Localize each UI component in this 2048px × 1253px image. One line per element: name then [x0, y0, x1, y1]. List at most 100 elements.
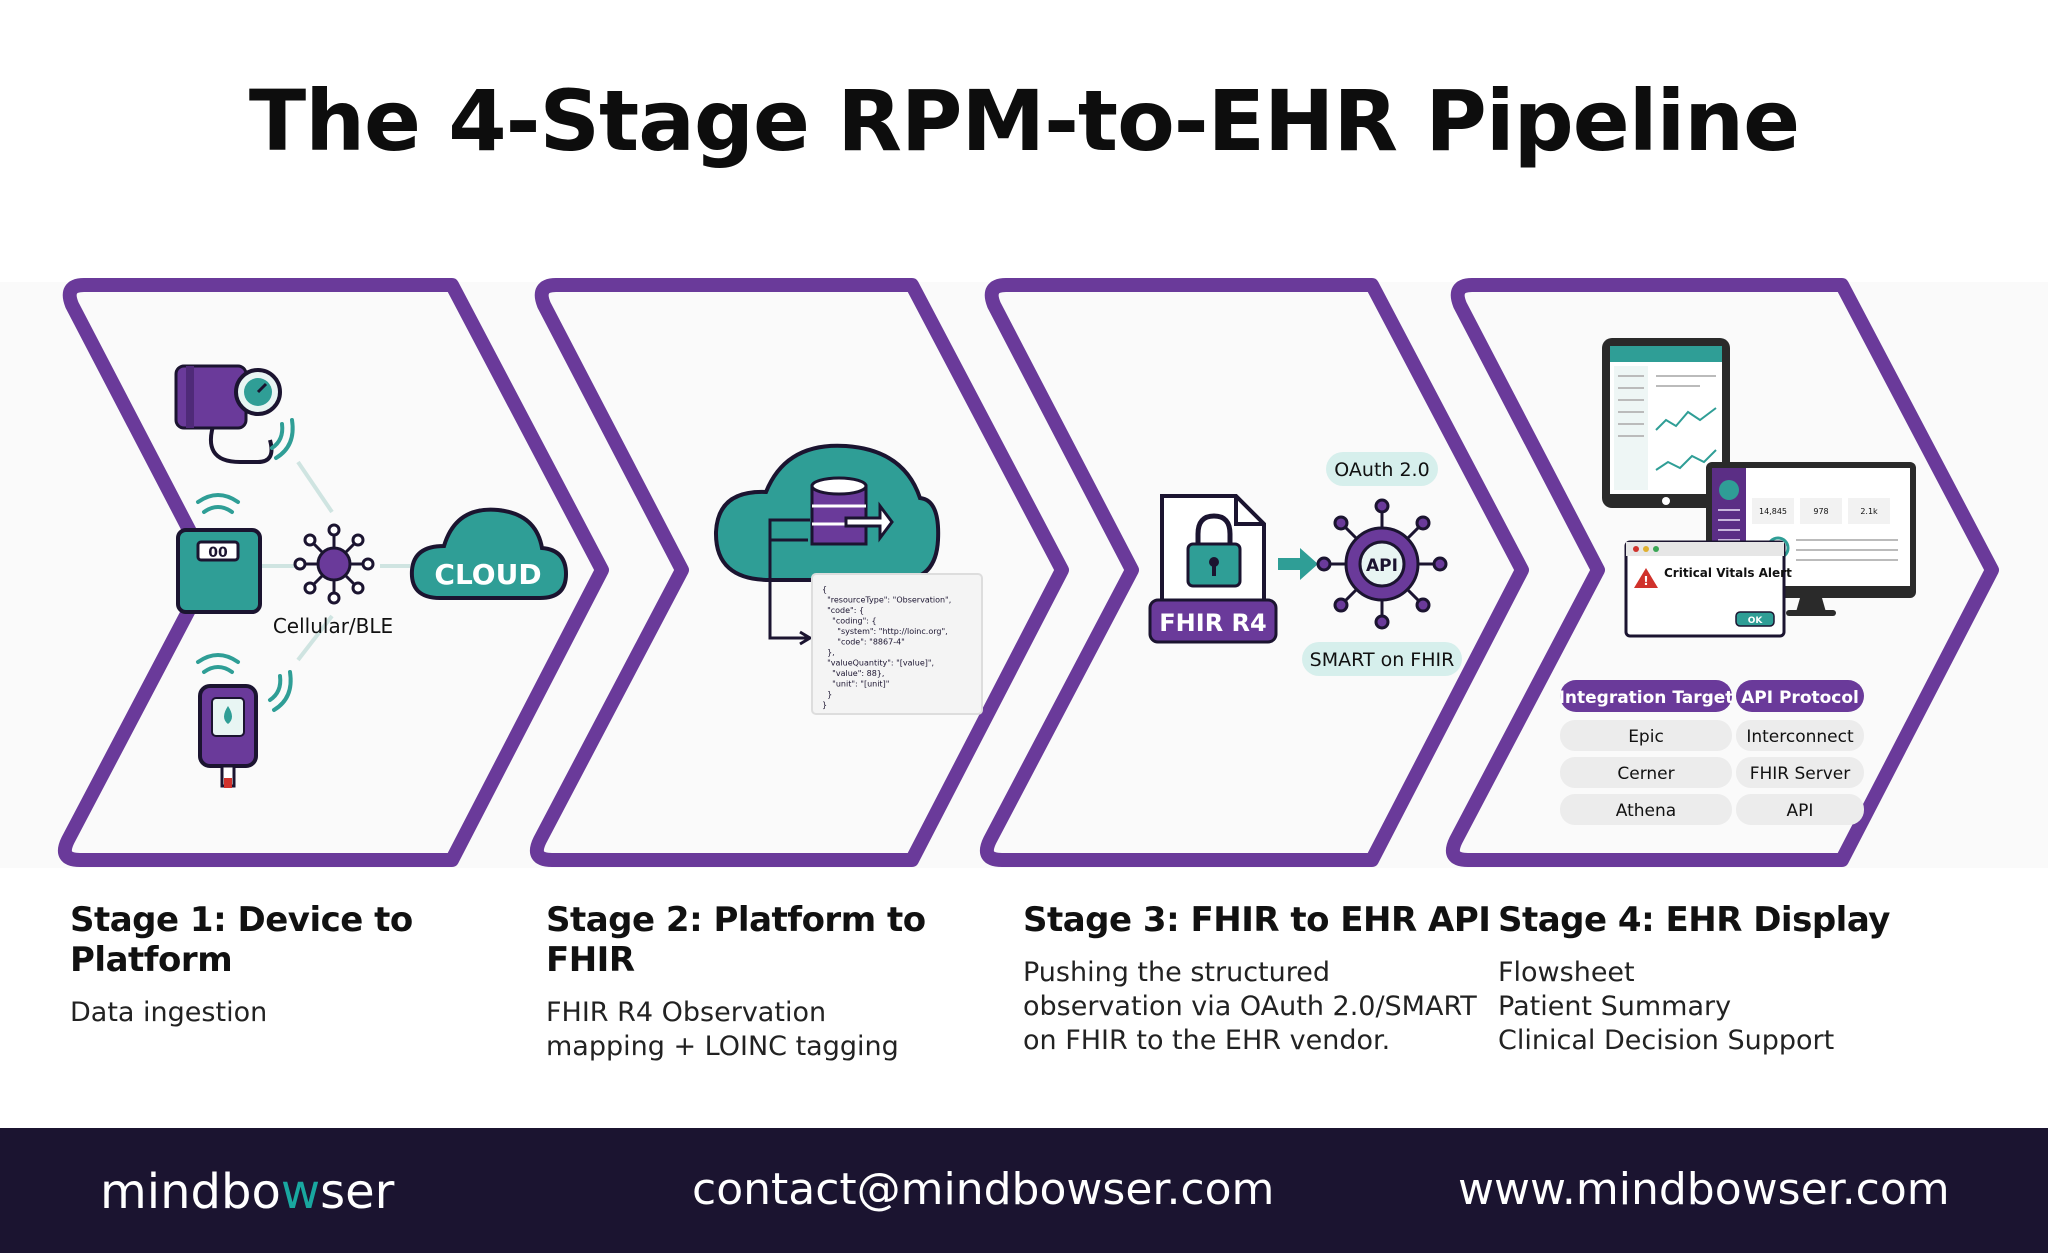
tablet-icon: [1602, 338, 1730, 508]
stage4-chevron: [1446, 278, 1999, 867]
website-link[interactable]: www.mindbowser.com: [1458, 1164, 1950, 1215]
stage2-desc-line: mapping + LOINC tagging: [546, 1031, 899, 1062]
network-hub-icon: [293, 523, 375, 605]
smart-on-fhir-pill: SMART on FHIR: [1302, 642, 1462, 676]
stage1-chevron: [58, 278, 609, 867]
json-line: {: [822, 585, 827, 594]
api-label: API: [1366, 556, 1398, 576]
stage3-heading: Stage 3: FHIR to EHR API: [1023, 900, 1491, 940]
stage4-description: Flowsheet Patient Summary Clinical Decis…: [1498, 956, 1968, 1058]
json-line: "code": "8867-4": [822, 638, 905, 647]
stage3-chevron: [980, 278, 1529, 867]
json-line: "valueQuantity": "[value]",: [822, 659, 934, 668]
kpi-3: 2.1k: [1860, 507, 1878, 516]
stage1-heading: Stage 1: Device to Platform: [70, 900, 413, 980]
stage3-caption: Stage 3: FHIR to EHR API Pushing the str…: [1023, 900, 1493, 1058]
json-line: "resourceType": "Observation",: [822, 596, 951, 605]
json-line: }: [822, 701, 827, 710]
table-header-protocol: API Protocol: [1741, 688, 1859, 708]
json-line: "system": "http://loinc.org",: [822, 627, 948, 636]
stage4-desc-line: Flowsheet: [1498, 957, 1635, 988]
stage2-chevron: [530, 278, 1069, 867]
cloud-label: CLOUD: [434, 558, 541, 591]
gear-node: [1374, 614, 1390, 630]
alert-ok-label: OK: [1748, 616, 1764, 626]
gear-node: [1374, 498, 1390, 514]
arrow-icon: [1278, 548, 1318, 580]
oauth-pill: OAuth 2.0: [1326, 452, 1438, 486]
fhir-json-snippet: { "resourceType": "Observation", "code":…: [811, 573, 983, 715]
hub-label: Cellular/BLE: [273, 614, 393, 638]
critical-alert-dialog: ! Critical Vitals Alert OK: [1624, 540, 1792, 638]
table-cell: [1560, 794, 1732, 825]
wireless-signal-icon: [196, 418, 295, 712]
alert-ok-button[interactable]: [1735, 611, 1775, 627]
page-title: The 4-Stage RPM-to-EHR Pipeline: [248, 72, 1800, 170]
stage3-description: Pushing the structured observation via O…: [1023, 956, 1493, 1058]
json-line: },: [822, 648, 835, 657]
stage4-graphic: 14,845 978 2.1k ! Critical Vitals Alert …: [1559, 338, 1916, 825]
stage1-caption: Stage 1: Device to Platform Data ingesti…: [70, 900, 540, 1030]
chevron-frames: [58, 278, 1999, 867]
table-cell-target: Epic: [1628, 727, 1664, 747]
svg-text:!: !: [1643, 574, 1648, 588]
json-line: "unit": "[unit]": [822, 680, 889, 689]
stage4-heading: Stage 4: EHR Display: [1498, 900, 1890, 940]
blood-pressure-cuff-icon: [174, 364, 282, 464]
stage2-graphic: { "resourceType": "Observation", "code":…: [713, 443, 983, 715]
table-cell: [1736, 794, 1864, 825]
smart-label: SMART on FHIR: [1310, 649, 1455, 671]
table-cell-target: Athena: [1616, 801, 1676, 821]
footer: mindbowser contact@mindbowser.com www.mi…: [0, 1128, 2048, 1253]
table-cell: [1560, 757, 1732, 788]
weight-scale-icon: 00: [176, 528, 262, 614]
mindbowser-logo: mindbowser: [100, 1164, 395, 1220]
table-cell-protocol: Interconnect: [1746, 727, 1854, 747]
glucometer-icon: [198, 684, 258, 788]
stage4-caption: Stage 4: EHR Display Flowsheet Patient S…: [1498, 900, 1968, 1058]
json-line: "coding": {: [822, 617, 877, 626]
stage1-description: Data ingestion: [70, 996, 540, 1030]
contact-email-link[interactable]: contact@mindbowser.com: [692, 1164, 1275, 1215]
stage3-graphic: FHIR R4 API OAuth 2.0 SMART on FHIR: [1148, 452, 1462, 676]
fhir-document-icon: FHIR R4: [1148, 494, 1278, 644]
table-cell: [1560, 720, 1732, 751]
kpi-2: 978: [1813, 507, 1828, 516]
fhir-r4-label: FHIR R4: [1159, 609, 1266, 637]
gear-node: [1316, 556, 1332, 572]
stage2-caption: Stage 2: Platform to FHIR FHIR R4 Observ…: [546, 900, 1016, 1064]
warning-icon: [1634, 568, 1658, 588]
stage3-desc-line: observation via OAuth 2.0/SMART: [1023, 991, 1477, 1022]
gear-node: [1415, 515, 1431, 531]
table-header-target: Integration Target: [1559, 688, 1734, 708]
table-cell: [1736, 757, 1864, 788]
stage4-desc-line: Patient Summary: [1498, 991, 1732, 1022]
table-cell-protocol: FHIR Server: [1750, 764, 1851, 784]
cloud-database-icon: [713, 443, 941, 646]
stage4-desc-line: Clinical Decision Support: [1498, 1025, 1835, 1056]
json-line: }: [822, 690, 832, 699]
scale-display-text: 00: [208, 545, 228, 561]
stage2-description: FHIR R4 Observation mapping + LOINC tagg…: [546, 996, 1016, 1064]
json-line: "code": {: [822, 606, 864, 615]
oauth-label: OAuth 2.0: [1334, 459, 1429, 481]
table-cell-target: Cerner: [1617, 764, 1674, 784]
stage1-desc-line: Data ingestion: [70, 997, 268, 1028]
gear-node: [1415, 597, 1431, 613]
gear-node: [1432, 556, 1448, 572]
json-line: "value": 88},: [822, 669, 884, 678]
cloud-icon: CLOUD: [409, 507, 569, 600]
alert-text: Critical Vitals Alert: [1664, 566, 1792, 580]
api-gear-icon: API: [1316, 498, 1448, 630]
gear-node: [1333, 597, 1349, 613]
gear-node: [1333, 515, 1349, 531]
kpi-1: 14,845: [1759, 507, 1787, 516]
table-cell: [1736, 720, 1864, 751]
stage3-desc-line: on FHIR to the EHR vendor.: [1023, 1025, 1391, 1056]
stage3-desc-line: Pushing the structured: [1023, 957, 1330, 988]
stage1-graphic: 00 Cellular/BLE: [174, 364, 569, 788]
integration-table: Integration Target API Protocol Epic Inte…: [1559, 680, 1864, 825]
stage2-desc-line: FHIR R4 Observation: [546, 997, 827, 1028]
table-cell-protocol: API: [1787, 801, 1814, 821]
